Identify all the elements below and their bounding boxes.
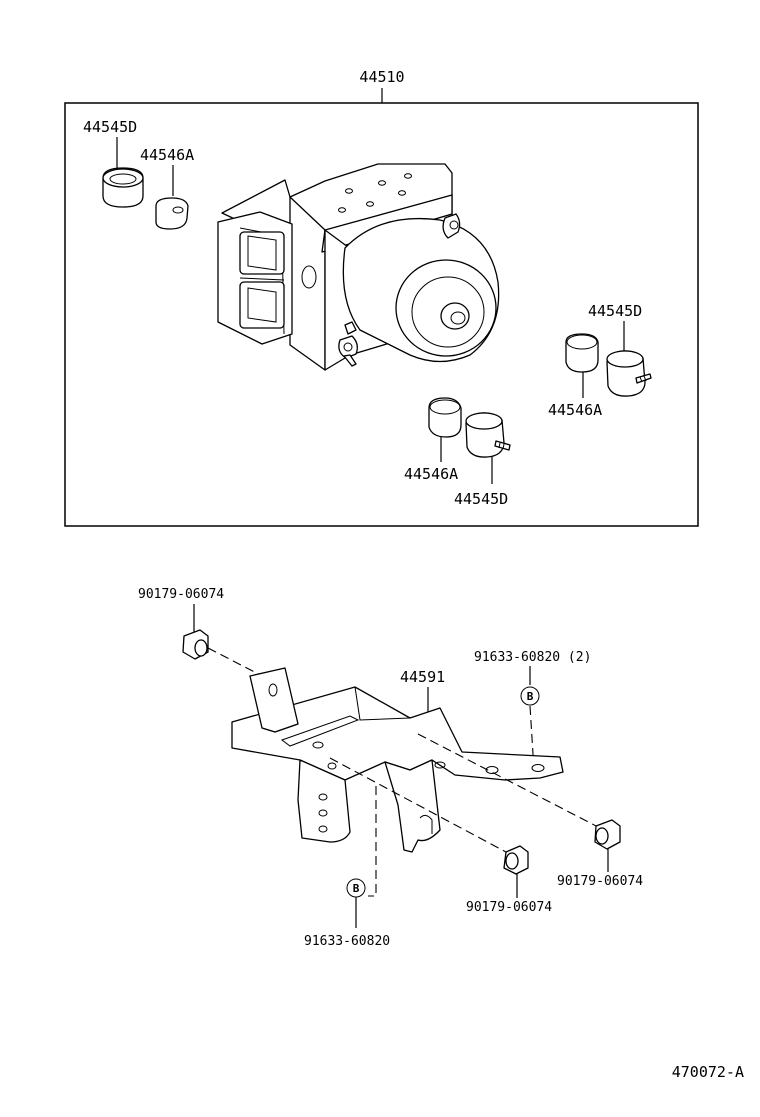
label-bolt-b-top: 91633-60820 (2) (474, 650, 591, 665)
cushion-right (565, 333, 599, 373)
assembly-line-bottom-nut (329, 757, 507, 853)
label-seat-d-right: 44545D (588, 302, 642, 320)
label-nut-bottom: 90179-06074 (466, 900, 552, 915)
mounting-bracket (231, 667, 564, 853)
label-cushion-a-bottom: 44546A (404, 465, 458, 483)
b-marker-bottom-text: B (353, 882, 360, 895)
label-bracket: 44591 (400, 668, 445, 686)
label-nut-right: 90179-06074 (557, 874, 643, 889)
label-assembly: 44510 (359, 68, 404, 86)
bolt-b-marker-top: B (520, 686, 540, 706)
cushion-seat-bottom (465, 412, 511, 458)
flange-nut-bottom (503, 845, 529, 875)
cushion-bottom (428, 397, 462, 438)
label-nut-top: 90179-06074 (138, 587, 224, 602)
label-bolt-b-bottom: 91633-60820 (304, 934, 390, 949)
b-marker-top-text: B (527, 690, 534, 703)
cushion-topleft (155, 197, 189, 230)
assembly-line-right-nut (417, 733, 601, 829)
assembly-line-bottom-bolt (368, 786, 377, 897)
drawing-number: 470072-A (672, 1063, 744, 1081)
flange-nut-top (182, 629, 209, 660)
label-cushion-a-topleft: 44546A (140, 146, 194, 164)
cushion-seat-right (606, 350, 652, 397)
label-cushion-a-right: 44546A (548, 401, 602, 419)
bolt-b-marker-bottom: B (346, 878, 366, 898)
label-seat-d-bottom: 44545D (454, 490, 508, 508)
label-seat-d-topleft: 44545D (83, 118, 137, 136)
flange-nut-right (594, 819, 621, 850)
abs-actuator (217, 163, 500, 371)
cushion-seat-topleft (102, 167, 144, 208)
